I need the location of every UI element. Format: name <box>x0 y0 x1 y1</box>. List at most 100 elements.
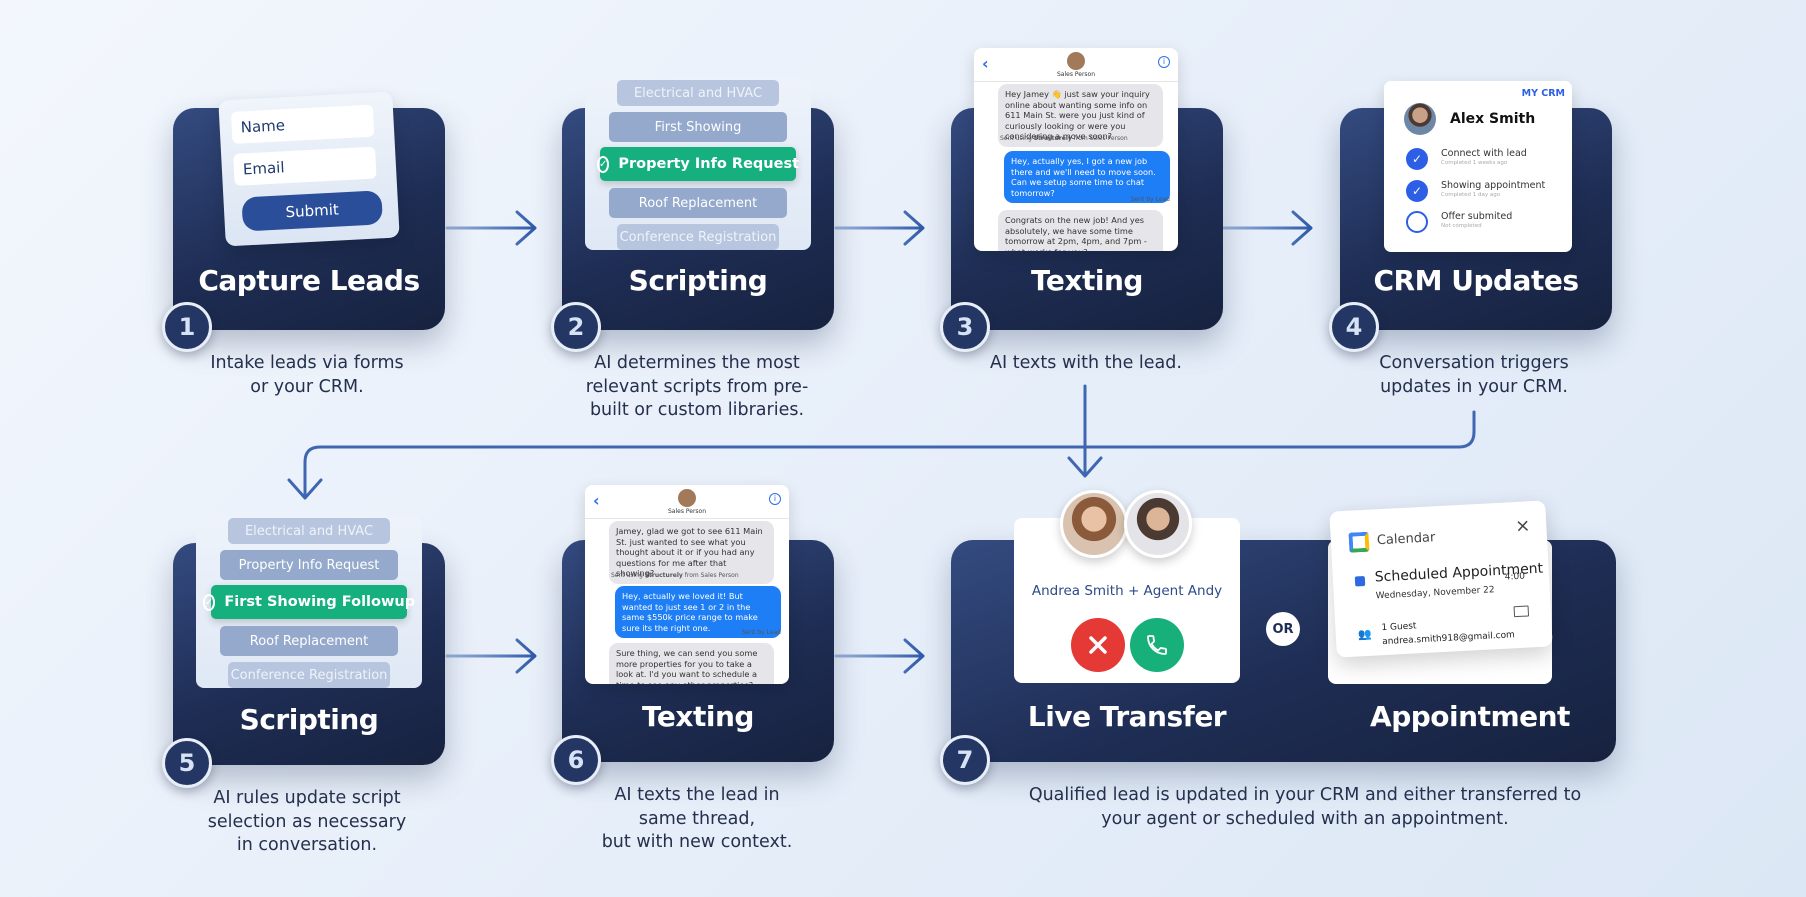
step-5-number: 5 <box>162 738 212 788</box>
script-library-1: Electrical and HVAC First Showing ✓Prope… <box>585 78 811 250</box>
calendar-app-name: Calendar <box>1376 530 1436 549</box>
loop-connector <box>287 410 1476 500</box>
message-bubble: Hey, actually we loved it! But wanted to… <box>615 586 781 638</box>
event-color-icon <box>1354 575 1366 587</box>
message-meta: Sent using Structurely from Sales Person <box>1000 135 1128 142</box>
live-transfer-panel: Andrea Smith + Agent Andy <box>1014 518 1240 683</box>
phone-icon <box>1147 635 1167 655</box>
back-icon[interactable]: ‹ <box>593 491 600 510</box>
step-3-title: Texting <box>1031 264 1143 297</box>
step-6-number: 6 <box>551 735 601 785</box>
guest-email: andrea.smith918@gmail.com <box>1381 630 1516 648</box>
check-icon: ✓ <box>1406 180 1428 202</box>
arrow-1-2 <box>445 210 537 246</box>
name-field[interactable]: Name <box>230 104 375 144</box>
close-icon[interactable]: × <box>1514 515 1531 538</box>
chat-header: ‹ Sales Person i <box>585 485 789 519</box>
email-field[interactable]: Email <box>233 146 377 186</box>
script-item-active[interactable]: ✓Property Info Request <box>596 147 799 181</box>
step-7-number: 7 <box>940 735 990 785</box>
arrow-5-6 <box>445 638 537 674</box>
appointment-title: Appointment <box>1370 700 1570 733</box>
live-transfer-title: Live Transfer <box>1027 700 1227 733</box>
message-meta: Sent by Lead <box>1130 196 1170 203</box>
message-bubble: Congrats on the new job! And yes absolut… <box>998 210 1163 251</box>
chat-header: ‹ Sales Person i <box>974 48 1178 82</box>
check-icon: ✓ <box>1406 148 1428 170</box>
avatar <box>678 489 696 507</box>
message-meta: Sent using Structurely from Sales Person <box>611 572 739 579</box>
script-item[interactable]: Roof Replacement <box>609 188 787 218</box>
script-item[interactable]: Conference Registration <box>617 224 779 250</box>
contact-names: Andrea Smith + Agent Andy <box>1031 583 1223 599</box>
script-item[interactable]: Electrical and HVAC <box>228 518 390 544</box>
step-6-title: Texting <box>642 700 754 733</box>
guests-icon: 👥 <box>1357 627 1372 642</box>
message-bubble: Jamey, glad we got to see 611 Main St. j… <box>609 521 774 584</box>
lead-avatar <box>1060 490 1128 558</box>
submit-button[interactable]: Submit <box>241 190 383 232</box>
step-7-description: Qualified lead is updated in your CRM an… <box>1028 785 1582 829</box>
avatar <box>1067 52 1085 70</box>
agent-avatar <box>1124 490 1192 558</box>
event-date: Wednesday, November 22 <box>1375 585 1495 602</box>
step-1-title: Capture Leads <box>198 264 420 297</box>
crm-badge: MY CRM <box>1521 88 1565 99</box>
step-4-title: CRM Updates <box>1373 264 1579 297</box>
decline-call-button[interactable] <box>1071 618 1125 672</box>
chat-screen-2: ‹ Sales Person i Jamey, glad we got to s… <box>585 485 789 684</box>
arrow-3-4 <box>1222 210 1313 246</box>
back-icon[interactable]: ‹ <box>982 54 989 73</box>
message-bubble: Hey, actually yes, I got a new job there… <box>1004 151 1170 203</box>
arrow-2-3 <box>834 210 925 246</box>
message-bubble: Hey Jamey 👋 just saw your inquiry online… <box>998 84 1163 147</box>
close-icon <box>1089 636 1107 654</box>
info-icon[interactable]: i <box>769 493 781 505</box>
step-3-number: 3 <box>940 302 990 352</box>
arrow-6-7 <box>834 638 925 674</box>
check-icon: ✓ <box>202 593 216 611</box>
contact-name: Sales Person <box>1056 71 1096 78</box>
step-4-number: 4 <box>1329 302 1379 352</box>
script-library-2: Electrical and HVAC Property Info Reques… <box>196 516 422 688</box>
script-item[interactable]: First Showing <box>609 112 787 142</box>
accept-call-button[interactable] <box>1130 618 1184 672</box>
avatar <box>1404 103 1436 135</box>
crm-contact-name: Alex Smith <box>1450 111 1536 127</box>
chat-screen-1: ‹ Sales Person i Hey Jamey 👋 just saw yo… <box>974 48 1178 251</box>
guest-count: 1 Guest <box>1381 621 1417 634</box>
info-icon[interactable]: i <box>1158 56 1170 68</box>
empty-circle-icon <box>1406 211 1428 233</box>
mail-icon[interactable] <box>1513 605 1530 618</box>
script-item-active[interactable]: ✓First Showing Followup <box>202 585 415 619</box>
calendar-card: Calendar × Scheduled Appointment Wednesd… <box>1329 500 1553 658</box>
script-item[interactable]: Property Info Request <box>220 550 398 580</box>
lead-form: Name Email Submit <box>218 91 400 247</box>
script-item[interactable]: Conference Registration <box>228 662 390 688</box>
message-bubble: Sure thing, we can send you some more pr… <box>609 643 774 684</box>
down-arrow-3-7 <box>1067 384 1103 478</box>
step-1-number: 1 <box>162 302 212 352</box>
check-icon: ✓ <box>596 155 610 173</box>
step-5-title: Scripting <box>239 703 379 736</box>
message-meta: Sent by Lead <box>741 629 781 636</box>
script-item[interactable]: Electrical and HVAC <box>617 80 779 106</box>
step-2-number: 2 <box>551 302 601 352</box>
contact-name: Sales Person <box>667 508 707 515</box>
script-item[interactable]: Roof Replacement <box>220 626 398 656</box>
step-2-title: Scripting <box>628 264 768 297</box>
step-3-description: AI texts with the lead. <box>990 353 1182 373</box>
or-badge: OR <box>1266 612 1300 646</box>
event-time: 4:00 <box>1504 571 1526 583</box>
calendar-icon <box>1348 531 1370 553</box>
